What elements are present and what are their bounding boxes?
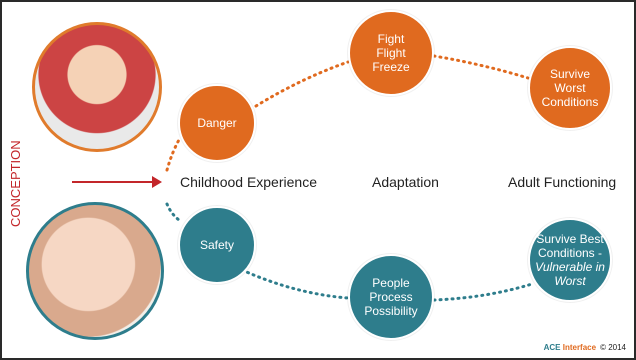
survive-best-line-2: Conditions - <box>537 246 603 260</box>
fight-flight-freeze-node: Fight Flight Freeze <box>348 10 434 96</box>
dotted-line-start-safety <box>165 202 184 224</box>
logo-word-interface: Interface <box>562 343 597 352</box>
safety-node: Safety <box>178 206 256 284</box>
adaptation-label: Adaptation <box>372 174 439 190</box>
dotted-line-danger-fight <box>254 60 350 108</box>
people-process-node: People Process Possibility <box>348 254 434 340</box>
survive-worst-line-2: Worst <box>554 81 586 95</box>
people-line-3: Possibility <box>364 304 418 318</box>
dotted-line-people-survive <box>432 282 534 302</box>
survive-worst-node: Survive Worst Conditions <box>528 46 612 130</box>
survive-worst-line-1: Survive <box>549 67 590 81</box>
survive-best-line-1: Survive Best <box>536 232 604 246</box>
survive-best-node: Survive Best Conditions - Vulnerable in … <box>528 218 612 302</box>
arrow-head <box>152 176 162 188</box>
brand-footer: ACE Interface © 2014 <box>544 343 626 352</box>
fight-line-1: Fight <box>377 32 405 46</box>
fight-line-3: Freeze <box>372 60 410 74</box>
dotted-line-start-danger <box>165 136 182 172</box>
adult-functioning-label: Adult Functioning <box>508 174 617 190</box>
copyright-text: © 2014 <box>600 343 626 352</box>
survive-best-line-4: Worst <box>554 274 586 288</box>
people-line-1: People <box>372 276 410 290</box>
fight-line-2: Flight <box>376 46 406 60</box>
dotted-line-safety-people <box>240 268 350 300</box>
ace-interface-logo: ACE Interface <box>544 343 596 352</box>
logo-word-ace: ACE <box>543 343 561 352</box>
dotted-line-fight-survive <box>432 54 530 80</box>
people-line-2: Process <box>369 290 413 304</box>
conception-label: CONCEPTION <box>8 140 23 227</box>
child-photo <box>32 22 162 152</box>
danger-node: Danger <box>178 84 256 162</box>
survive-worst-line-3: Conditions <box>541 95 599 109</box>
survive-best-line-3: Vulnerable in <box>535 260 605 274</box>
mother-child-photo <box>26 202 164 340</box>
danger-label: Danger <box>197 116 237 130</box>
safety-label: Safety <box>199 238 235 252</box>
childhood-experience-label: Childhood Experience <box>180 174 317 190</box>
